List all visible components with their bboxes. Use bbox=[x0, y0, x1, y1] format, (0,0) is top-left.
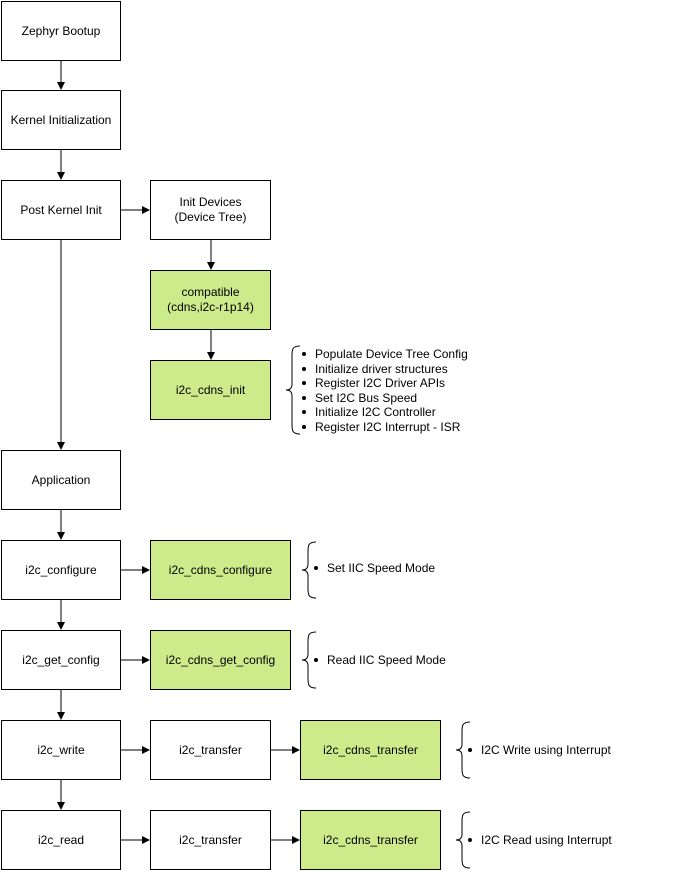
node-i2c-cdns-configure: i2c_cdns_configure bbox=[150, 540, 291, 600]
notes-write: I2C Write using Interrupt bbox=[466, 743, 611, 758]
notes-read: I2C Read using Interrupt bbox=[466, 833, 612, 848]
node-label: i2c_transfer bbox=[179, 832, 242, 847]
node-label: Zephyr Bootup bbox=[21, 23, 101, 38]
node-compatible: compatible (cdns,i2c-r1p14) bbox=[150, 270, 271, 330]
node-label: Init Devices (Device Tree) bbox=[174, 195, 247, 224]
node-i2c-read: i2c_read bbox=[1, 810, 121, 870]
node-label: i2c_cdns_transfer bbox=[323, 832, 418, 847]
node-i2c-cdns-transfer-write: i2c_cdns_transfer bbox=[300, 720, 441, 780]
notes-init: Populate Device Tree Config Initialize d… bbox=[300, 347, 468, 434]
note-item: I2C Read using Interrupt bbox=[466, 833, 612, 848]
node-i2c-cdns-get-config: i2c_cdns_get_config bbox=[150, 630, 291, 690]
note-item: Initialize driver structures bbox=[300, 362, 468, 377]
brace-read-notes bbox=[455, 811, 471, 869]
notes-configure: Set IIC Speed Mode bbox=[312, 561, 435, 576]
node-label: i2c_configure bbox=[25, 562, 97, 577]
note-item: Set IIC Speed Mode bbox=[312, 561, 435, 576]
node-label: Application bbox=[31, 472, 91, 487]
node-i2c-get-config: i2c_get_config bbox=[1, 630, 121, 690]
brace-get-config-notes bbox=[301, 631, 317, 689]
note-item: Register I2C Driver APIs bbox=[300, 376, 468, 391]
node-post-kernel-init: Post Kernel Init bbox=[1, 180, 121, 240]
note-item: Read IIC Speed Mode bbox=[312, 653, 446, 668]
node-label: Kernel Initialization bbox=[10, 112, 112, 127]
node-i2c-transfer-write: i2c_transfer bbox=[150, 720, 271, 780]
node-label: i2c_read bbox=[37, 832, 85, 847]
node-application: Application bbox=[1, 450, 121, 510]
node-zephyr-bootup: Zephyr Bootup bbox=[1, 1, 121, 61]
node-label: i2c_get_config bbox=[22, 652, 100, 667]
node-i2c-write: i2c_write bbox=[1, 720, 121, 780]
node-label: Post Kernel Init bbox=[20, 202, 102, 217]
node-label: i2c_cdns_transfer bbox=[323, 742, 418, 757]
node-i2c-cdns-transfer-read: i2c_cdns_transfer bbox=[300, 810, 441, 870]
node-label: i2c_transfer bbox=[179, 742, 242, 757]
note-item: Register I2C Interrupt - ISR bbox=[300, 420, 468, 435]
note-item: Populate Device Tree Config bbox=[300, 347, 468, 362]
node-kernel-initialization: Kernel Initialization bbox=[1, 90, 121, 150]
brace-configure-notes bbox=[301, 541, 317, 599]
node-i2c-transfer-read: i2c_transfer bbox=[150, 810, 271, 870]
node-i2c-configure: i2c_configure bbox=[1, 540, 121, 600]
brace-init-notes bbox=[285, 345, 301, 435]
note-item: Initialize I2C Controller bbox=[300, 405, 468, 420]
node-label: i2c_write bbox=[37, 742, 85, 757]
notes-get-config: Read IIC Speed Mode bbox=[312, 653, 446, 668]
node-i2c-cdns-init: i2c_cdns_init bbox=[150, 360, 271, 420]
node-label: i2c_cdns_configure bbox=[168, 562, 273, 577]
node-label: compatible (cdns,i2c-r1p14) bbox=[167, 285, 254, 314]
note-item: Set I2C Bus Speed bbox=[300, 391, 468, 406]
node-init-devices: Init Devices (Device Tree) bbox=[150, 180, 271, 240]
node-label: i2c_cdns_get_config bbox=[165, 652, 276, 667]
note-item: I2C Write using Interrupt bbox=[466, 743, 611, 758]
node-label: i2c_cdns_init bbox=[175, 382, 246, 397]
brace-write-notes bbox=[455, 721, 471, 779]
